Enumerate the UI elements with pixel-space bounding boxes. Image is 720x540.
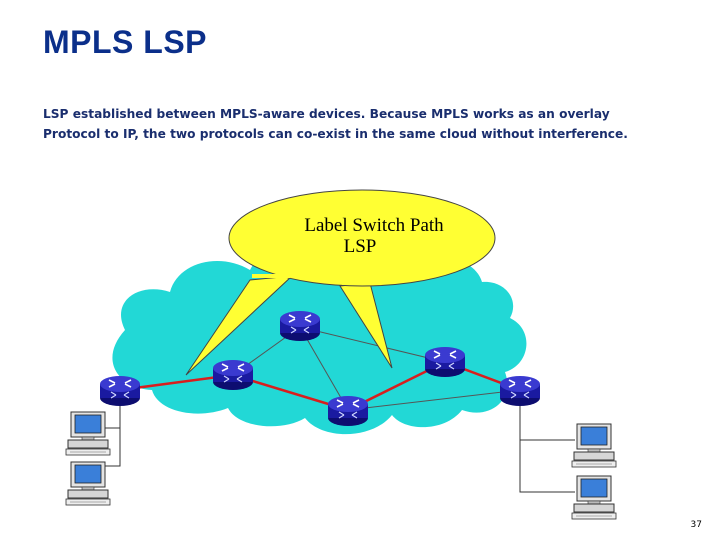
callout-line-1: Label Switch Path [304, 215, 444, 236]
router-icon [279, 310, 321, 342]
description-line-2: Protocol to IP, the two protocols can co… [43, 127, 628, 141]
router-icon [327, 395, 369, 427]
router-icon [212, 359, 254, 391]
computer-icon [65, 411, 111, 456]
callout-line-2: LSP [344, 236, 377, 257]
computer-icon [571, 475, 617, 520]
slide-description: LSP established between MPLS-aware devic… [43, 104, 693, 144]
router-icon [424, 346, 466, 378]
computer-icon [65, 461, 111, 506]
slide-title: MPLS LSP [43, 24, 208, 60]
router-icon [99, 375, 141, 407]
router-icon [499, 375, 541, 407]
computer-icon [571, 423, 617, 468]
page-number: 37 [690, 520, 702, 530]
lsp-callout: Label Switch Path LSP [185, 189, 496, 376]
description-line-1: LSP established between MPLS-aware devic… [43, 107, 610, 121]
network-cloud [112, 246, 527, 435]
